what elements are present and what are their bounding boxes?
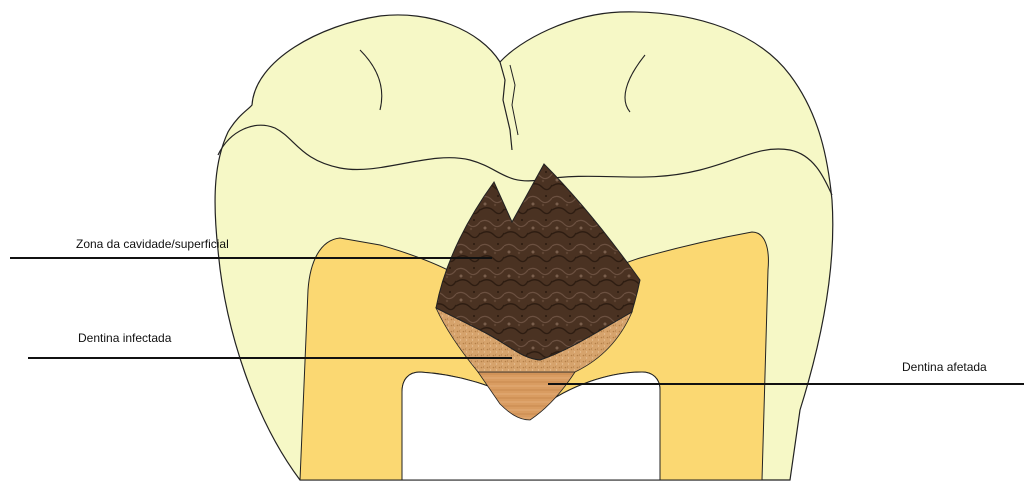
label-cavity-zone: Zona da cavidade/superficial <box>76 237 229 251</box>
label-infected-dentin: Dentina infectada <box>78 331 171 345</box>
label-affected-dentin: Dentina afetada <box>902 360 987 374</box>
